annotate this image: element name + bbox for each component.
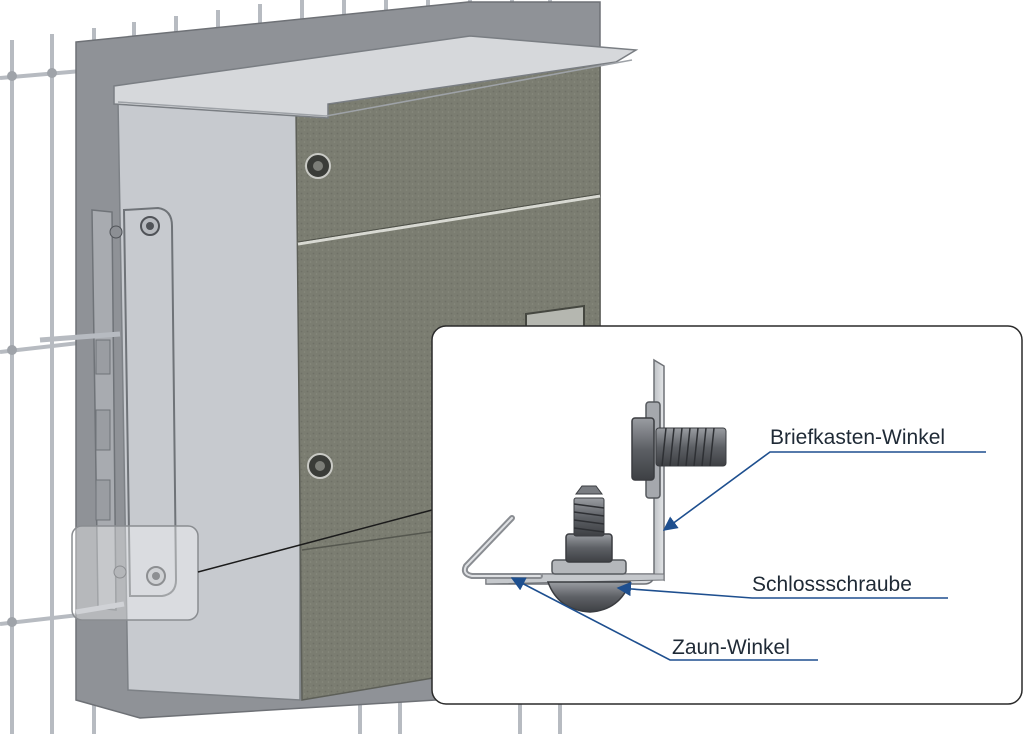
lock-icon	[305, 153, 331, 179]
carriage-bolt	[546, 485, 632, 613]
side-bracket	[91, 206, 178, 611]
label-zaun-winkel: Zaun-Winkel	[672, 636, 790, 659]
leader-lines	[510, 451, 986, 661]
fence-rods	[39, 331, 125, 615]
callout-connector-line	[197, 509, 433, 573]
label-briefkasten-winkel: Briefkasten-Winkel	[770, 426, 945, 449]
mailbox-roof	[113, 35, 639, 119]
detail-highlight-box	[71, 525, 199, 621]
label-schlossschraube: Schlossschraube	[752, 573, 912, 596]
lock-icon	[307, 453, 333, 479]
horizontal-bolt	[631, 401, 727, 499]
front-seam-upper	[297, 194, 601, 246]
